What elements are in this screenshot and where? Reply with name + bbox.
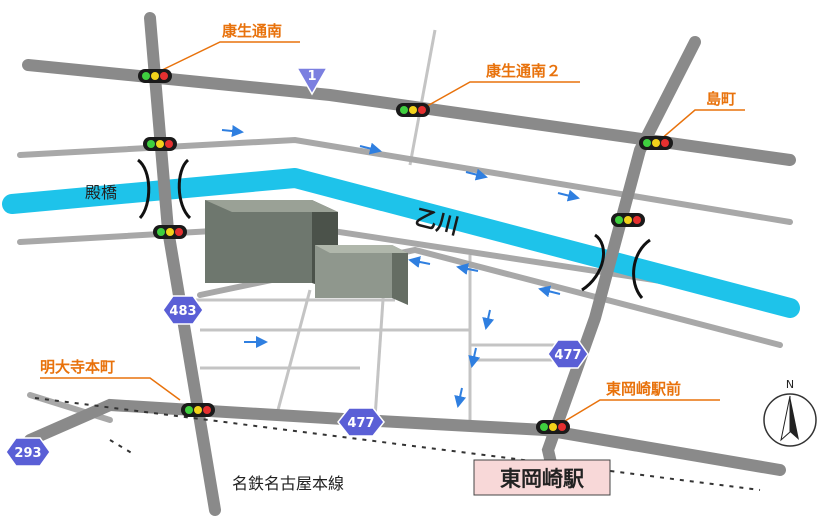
intersection-label-kousei-dori-minami-2: 康生通南２ bbox=[486, 62, 561, 80]
route-477-south-label: 477 bbox=[347, 416, 374, 431]
main-roads bbox=[22, 12, 796, 516]
route-1-label: 1 bbox=[307, 69, 316, 84]
intersection-label-myodaiji-honmachi: 明大寺本町 bbox=[40, 358, 115, 376]
route-shield-icon bbox=[5, 437, 51, 467]
flow-arrow-icon bbox=[221, 125, 580, 408]
route-shield-483: 483 bbox=[162, 295, 204, 325]
route-483-label: 483 bbox=[169, 304, 196, 319]
route-shield-293: 293 bbox=[5, 437, 51, 467]
station-box: 東岡崎駅 bbox=[473, 459, 611, 496]
river bbox=[2, 168, 800, 318]
route-shield-477-south: 477 bbox=[337, 407, 385, 437]
intersection-label-higashi-okazaki-ekimae: 東岡崎駅前 bbox=[606, 380, 681, 398]
railway-line bbox=[34, 397, 761, 491]
bridge-east bbox=[581, 233, 651, 299]
route-shield-icon bbox=[162, 295, 204, 325]
route-477-north-label: 477 bbox=[554, 348, 581, 363]
route-shield-icon bbox=[547, 339, 589, 369]
bridge-tonobashi bbox=[136, 158, 192, 220]
route-293-label: 293 bbox=[14, 446, 41, 461]
compass-label: N bbox=[786, 378, 794, 391]
north-arrow-icon: N bbox=[763, 378, 817, 447]
route-shield-icon bbox=[295, 67, 329, 96]
intersection-label-shima-machi: 島町 bbox=[706, 90, 736, 108]
intersection-label-kousei-dori-minami: 康生通南 bbox=[222, 22, 282, 40]
railway-label: 名鉄名古屋本線 bbox=[232, 474, 344, 493]
leader-lines bbox=[40, 41, 745, 425]
route-shield-1: 1 bbox=[295, 67, 329, 96]
buildings bbox=[205, 200, 408, 305]
route-shield-477-north: 477 bbox=[547, 339, 589, 369]
bridge-label: 殿橋 bbox=[85, 183, 117, 202]
route-shield-icon bbox=[337, 407, 385, 437]
station-label: 東岡崎駅 bbox=[500, 467, 585, 491]
